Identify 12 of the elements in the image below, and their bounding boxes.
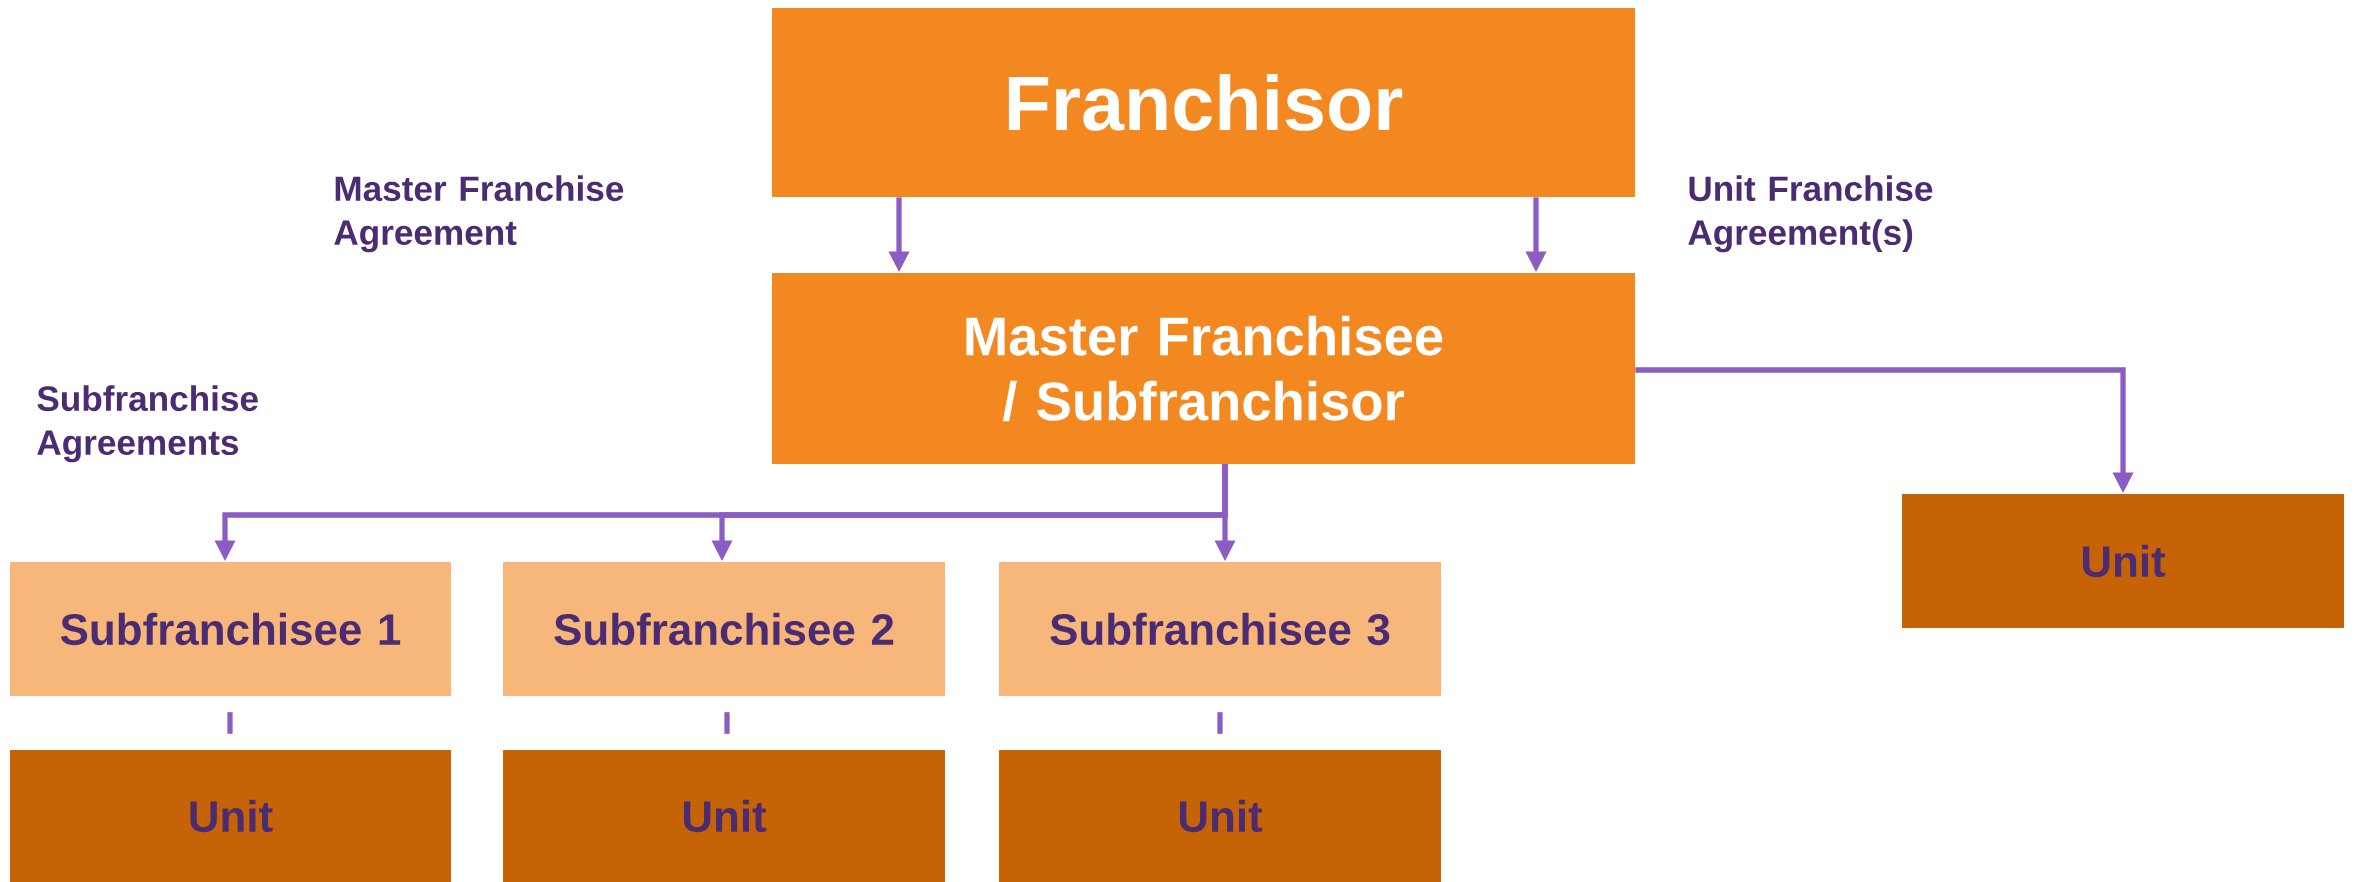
agreement-label: Subfranchise Agreements (37, 385, 258, 463)
process-box: Subfranchisee 1 (10, 562, 451, 696)
unit-box: Unit (999, 750, 1441, 882)
agreement-label: Master Franchise Agreement (334, 175, 624, 253)
process-box: Master Franchisee / Subfranchisor (772, 273, 1636, 464)
unit-box: Unit (10, 750, 451, 882)
unit-box: Unit (1902, 494, 2345, 628)
agreement-label: Unit Franchise Agreement(s) (1688, 175, 1933, 253)
unit-box: Unit (503, 750, 945, 882)
process-box: Subfranchisee 2 (503, 562, 945, 696)
header-box: Franchisor (772, 8, 1636, 197)
process-box: Subfranchisee 3 (999, 562, 1441, 696)
